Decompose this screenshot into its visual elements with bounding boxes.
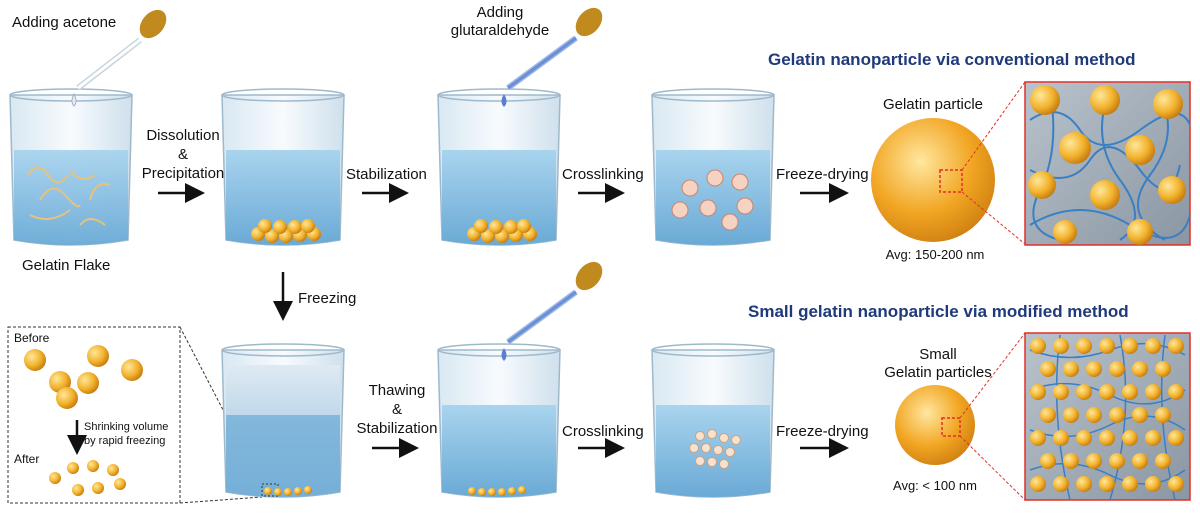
- beaker-frozen: [222, 344, 344, 497]
- small-particle: [1076, 430, 1092, 446]
- small-particle: [1168, 430, 1184, 446]
- label-inset-shrink-2: by rapid freezing: [84, 434, 165, 448]
- label-freeze-drying-top: Freeze-drying: [776, 166, 869, 184]
- small-particle: [1122, 476, 1138, 492]
- small-particle: [1040, 361, 1056, 377]
- small-particle: [1122, 430, 1138, 446]
- label-thawing-stabilization: Stabilization: [342, 420, 452, 438]
- label-inset-after: After: [14, 452, 39, 466]
- small-particle: [1040, 453, 1056, 469]
- dropper-glutaraldehyde-bottom: [502, 257, 608, 361]
- small-particle: [1063, 361, 1079, 377]
- label-adding-1: Adding: [440, 4, 560, 22]
- label-freezing: Freezing: [298, 290, 356, 308]
- small-particle: [1168, 338, 1184, 354]
- label-freeze-drying-bottom: Freeze-drying: [776, 423, 869, 441]
- small-particle: [1132, 453, 1148, 469]
- small-particle: [1109, 361, 1125, 377]
- small-particle: [1099, 476, 1115, 492]
- label-avg-bottom: Avg: < 100 nm: [860, 479, 1010, 493]
- small-particle: [1040, 407, 1056, 423]
- label-gelatin-particle: Gelatin particle: [868, 96, 998, 114]
- small-particle: [1053, 476, 1069, 492]
- small-particle: [1030, 338, 1046, 354]
- label-inset-shrink-1: Shrinking volume: [84, 420, 168, 434]
- small-particle: [1155, 407, 1171, 423]
- small-particle: [1109, 407, 1125, 423]
- small-particle: [1086, 453, 1102, 469]
- beaker-precipitation: [222, 89, 344, 245]
- small-particle: [1132, 407, 1148, 423]
- small-particle: [1063, 407, 1079, 423]
- label-adding-2: glutaraldehyde: [440, 22, 560, 40]
- small-particle: [1099, 338, 1115, 354]
- small-particle: [1030, 430, 1046, 446]
- beaker-crosslinking: [652, 89, 774, 245]
- small-particle: [1168, 476, 1184, 492]
- beaker-stabilization: [438, 89, 560, 245]
- title-modified: Small gelatin nanoparticle via modified …: [748, 302, 1129, 322]
- small-particle: [1145, 476, 1161, 492]
- beaker-gelatin-flake: [10, 89, 132, 245]
- small-particle: [1053, 430, 1069, 446]
- small-particle: [1086, 361, 1102, 377]
- small-particle: [1063, 453, 1079, 469]
- zoom-panel-top: [1025, 82, 1190, 245]
- small-particle: [1053, 338, 1069, 354]
- small-particle: [1145, 338, 1161, 354]
- label-thawing: Thawing: [342, 382, 452, 400]
- small-particle: [1076, 338, 1092, 354]
- label-dissolution-amp: &: [128, 146, 238, 164]
- label-adding-acetone: Adding acetone: [12, 14, 116, 32]
- label-avg-top: Avg: 150-200 nm: [860, 248, 1010, 262]
- label-dissolution: Dissolution: [128, 127, 238, 145]
- beaker-crosslinking-bottom: [652, 344, 774, 497]
- small-particle: [1122, 338, 1138, 354]
- small-particle: [1145, 430, 1161, 446]
- small-particle: [1076, 384, 1092, 400]
- small-particle: [1030, 476, 1046, 492]
- small-particle: [1030, 384, 1046, 400]
- small-particle: [1155, 361, 1171, 377]
- label-stabilization: Stabilization: [346, 166, 427, 184]
- label-crosslinking-top: Crosslinking: [562, 166, 644, 184]
- small-particle: [1155, 453, 1171, 469]
- small-particle: [1109, 453, 1125, 469]
- small-particle: [1132, 361, 1148, 377]
- small-particle: [1086, 407, 1102, 423]
- label-thawing-amp: &: [342, 401, 452, 419]
- beaker-thawing: [438, 344, 560, 497]
- small-particle: [1145, 384, 1161, 400]
- small-particle: [1168, 384, 1184, 400]
- small-particle: [1099, 430, 1115, 446]
- label-precipitation: Precipitation: [128, 165, 238, 183]
- small-particle: [1099, 384, 1115, 400]
- label-small: Small: [868, 346, 1008, 364]
- label-small-gelatin: Gelatin particles: [868, 364, 1008, 382]
- small-particle: [1076, 476, 1092, 492]
- small-particle: [1053, 384, 1069, 400]
- zoom-panel-bottom: [1025, 333, 1190, 500]
- label-crosslinking-bottom: Crosslinking: [562, 423, 644, 441]
- label-gelatin-flake: Gelatin Flake: [22, 257, 110, 275]
- label-inset-before: Before: [14, 331, 49, 345]
- small-particle: [1122, 384, 1138, 400]
- title-conventional: Gelatin nanoparticle via conventional me…: [768, 50, 1135, 70]
